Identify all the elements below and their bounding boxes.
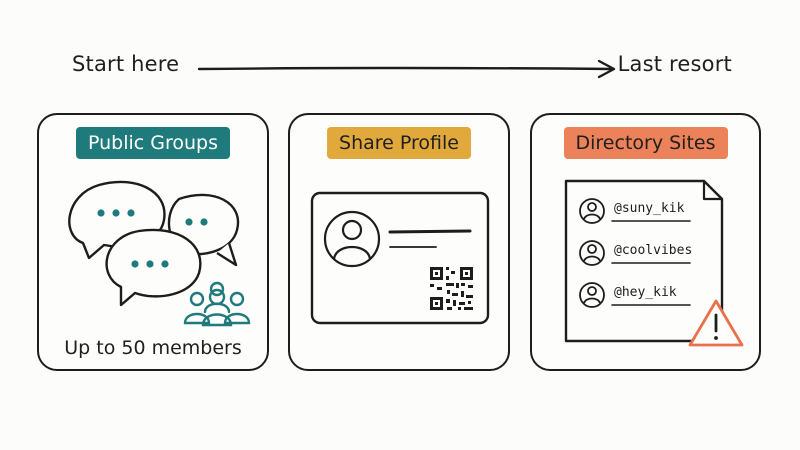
profile-card-icon: [310, 191, 490, 325]
directory-handle: @suny_kik: [614, 201, 685, 216]
flow-start-label: Start here: [72, 52, 180, 76]
chat-bubbles-icon: [68, 180, 251, 327]
public-groups-panel: Public Groups: [37, 113, 269, 371]
flow-end-label: Last resort: [617, 52, 732, 76]
members-caption: Up to 50 members: [64, 337, 242, 359]
share-profile-panel: Share Profile: [288, 113, 510, 371]
warning-icon: [688, 299, 744, 347]
directory-sites-title: Directory Sites: [563, 127, 728, 159]
public-groups-title: Public Groups: [75, 127, 231, 159]
directory-sites-panel: Directory Sites: [530, 113, 761, 371]
directory-handle: @coolvibes: [614, 243, 693, 258]
directory-handle: @hey_kik: [614, 285, 677, 300]
qr-code-icon: [430, 267, 473, 310]
flow-arrow: [197, 59, 616, 79]
share-profile-title: Share Profile: [327, 127, 471, 159]
directory-list-icon: [564, 179, 744, 347]
